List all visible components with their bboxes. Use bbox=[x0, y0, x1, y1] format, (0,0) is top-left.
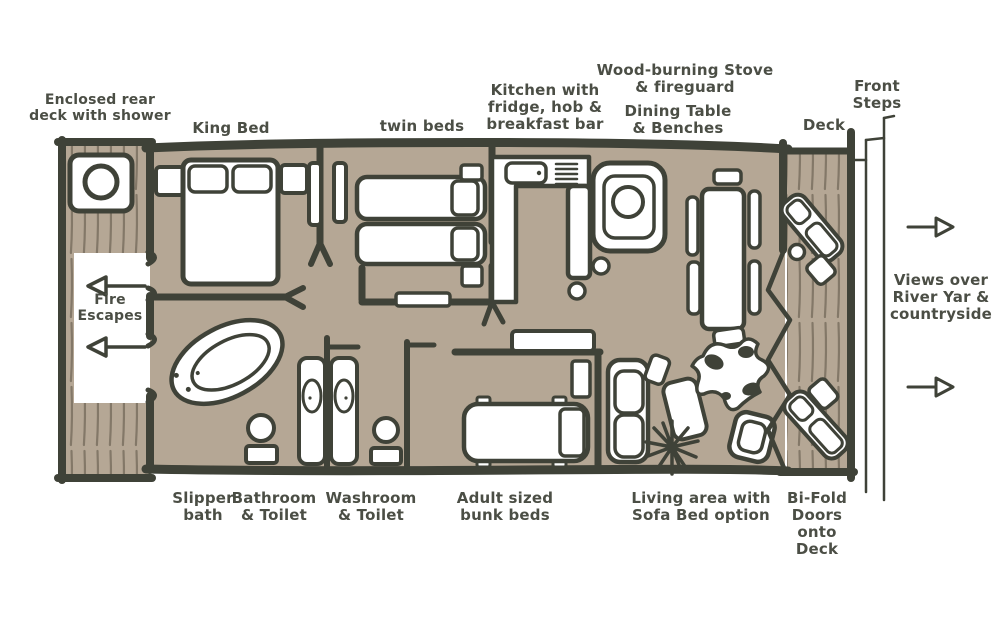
sink-icon bbox=[504, 161, 548, 185]
cabin-walls bbox=[141, 138, 793, 476]
label-living-area: Living area with Sofa Bed option bbox=[631, 489, 771, 524]
view-arrow bbox=[906, 376, 955, 398]
bench bbox=[686, 260, 702, 316]
label-bathroom: Bathroom & Toilet bbox=[231, 489, 317, 524]
living-area bbox=[605, 325, 777, 476]
dining-table bbox=[699, 186, 747, 332]
twin-bed bbox=[354, 221, 488, 267]
stool bbox=[643, 353, 672, 386]
label-bifold: Bi-Fold Doors onto Deck bbox=[786, 489, 848, 558]
side-table bbox=[459, 163, 484, 182]
rear-deck bbox=[54, 136, 156, 484]
fire-escape-arrow bbox=[86, 336, 147, 358]
lounge-chair bbox=[661, 376, 709, 442]
bench bbox=[747, 259, 762, 316]
bench bbox=[747, 189, 762, 250]
label-stove: Wood-burning Stove & fireguard bbox=[596, 61, 774, 96]
label-rear-deck: Enclosed rear deck with shower bbox=[29, 92, 171, 124]
front-deck bbox=[776, 128, 858, 482]
shelf bbox=[510, 329, 596, 353]
kitchen bbox=[489, 154, 611, 305]
stool bbox=[567, 281, 587, 301]
bunk-bed-icon bbox=[461, 395, 591, 469]
label-bunk-beds: Adult sized bunk beds bbox=[456, 489, 554, 524]
bench bbox=[712, 168, 743, 186]
dining-area bbox=[685, 168, 762, 346]
deck-lounger-icon bbox=[782, 389, 850, 461]
king-bed bbox=[180, 157, 281, 287]
bathrooms bbox=[169, 317, 403, 466]
deck-table bbox=[787, 242, 807, 262]
king-bedroom bbox=[154, 157, 348, 287]
shower-icon bbox=[67, 152, 135, 214]
label-dining: Dining Table & Benches bbox=[624, 102, 732, 137]
view-arrow bbox=[906, 216, 955, 238]
washbasin-icon bbox=[297, 356, 327, 466]
label-washroom: Washroom & Toilet bbox=[325, 489, 417, 524]
bench bbox=[685, 195, 700, 257]
label-deck: Deck bbox=[802, 116, 846, 134]
bunk-room bbox=[461, 329, 596, 469]
wardrobe bbox=[332, 161, 348, 224]
plant-icon bbox=[644, 419, 700, 476]
kitchen-counter bbox=[489, 154, 592, 305]
hob-icon bbox=[554, 162, 579, 186]
front-steps-icon bbox=[851, 114, 896, 502]
bifold-doors-icon bbox=[765, 247, 793, 471]
nightstand bbox=[279, 163, 309, 195]
toilet-icon bbox=[244, 413, 279, 465]
deck-lounger-icon bbox=[779, 192, 845, 264]
twin-bed bbox=[354, 174, 488, 222]
twin-bedroom bbox=[354, 163, 488, 308]
stool bbox=[591, 256, 611, 276]
label-slipper-bath: Slipper bath bbox=[172, 489, 234, 524]
cushion bbox=[711, 325, 747, 349]
wardrobe bbox=[307, 161, 323, 227]
label-king-bed: King Bed bbox=[192, 119, 270, 137]
label-views: Views over River Yar & countryside bbox=[889, 271, 993, 323]
wood-stove-icon bbox=[590, 160, 668, 254]
label-twin-beds: twin beds bbox=[379, 117, 465, 135]
sofa-icon bbox=[605, 357, 651, 465]
bunk-ladder bbox=[570, 359, 592, 399]
fire-escape-arrow bbox=[86, 275, 147, 297]
shelf bbox=[394, 291, 452, 308]
nightstand bbox=[154, 165, 186, 197]
deck-table bbox=[805, 254, 837, 286]
label-kitchen: Kitchen with fridge, hob & breakfast bar bbox=[486, 81, 604, 133]
fire-escape-area bbox=[74, 253, 150, 403]
breakfast-bar bbox=[565, 183, 593, 281]
washbasin-icon bbox=[329, 356, 359, 466]
cow-rug-icon bbox=[690, 337, 771, 412]
armchair-icon bbox=[727, 409, 777, 465]
toilet-icon bbox=[369, 416, 403, 466]
label-front-steps: Front Steps bbox=[852, 77, 902, 112]
slipper-bath-icon bbox=[169, 317, 285, 407]
side-table bbox=[460, 264, 484, 288]
label-fire-escapes: Fire Escapes bbox=[77, 292, 143, 324]
